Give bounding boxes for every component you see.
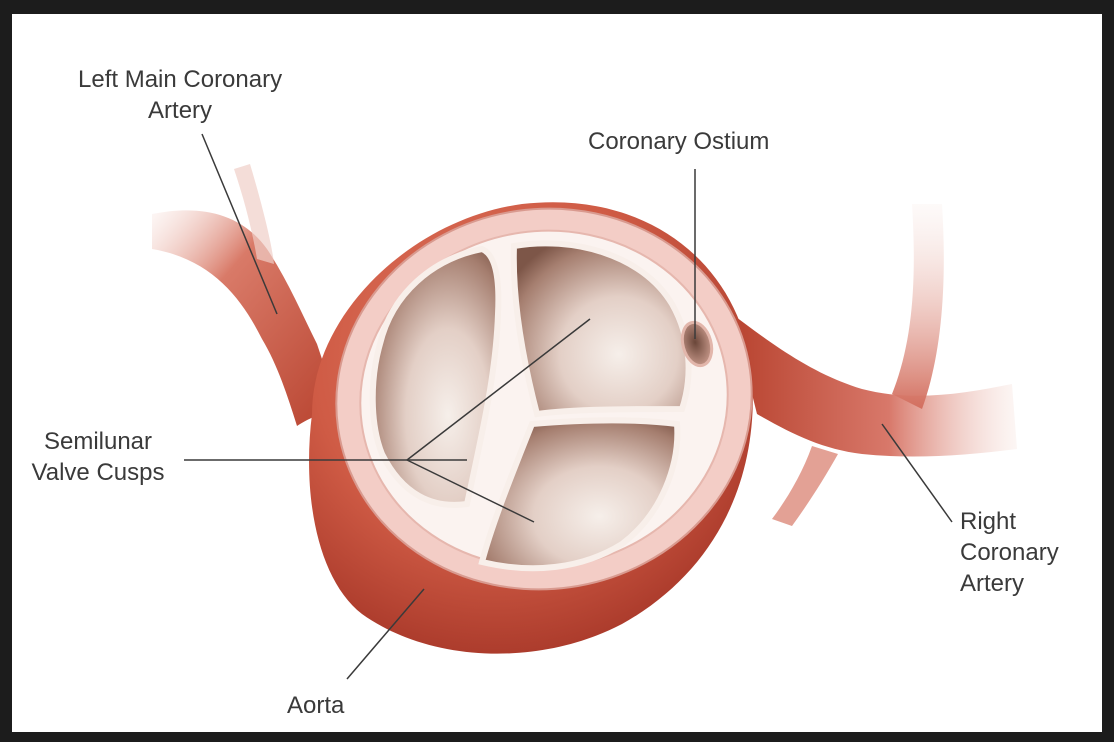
right-coronary-artery-shape [732, 314, 1017, 456]
label-coronary-ostium-text: Coronary Ostium [588, 126, 769, 157]
left-coronary-artery-shape [152, 210, 337, 426]
label-left-main-line2: Artery [78, 95, 282, 126]
label-semilunar-line1: Semilunar [12, 426, 184, 457]
label-right-coronary-line3: Artery [960, 568, 1059, 599]
label-left-main-line1: Left Main Coronary [78, 64, 282, 95]
label-semilunar-valve-cusps: Semilunar Valve Cusps [12, 426, 184, 488]
label-aorta-text: Aorta [287, 690, 344, 721]
right-coronary-upper-branch-shape [892, 204, 944, 409]
label-right-coronary-line2: Coronary [960, 537, 1059, 568]
label-left-main-coronary-artery: Left Main Coronary Artery [78, 64, 282, 126]
label-aorta: Aorta [287, 690, 344, 721]
label-right-coronary-line1: Right [960, 506, 1059, 537]
diagram-canvas: Left Main Coronary Artery Coronary Ostiu… [12, 14, 1102, 732]
label-semilunar-line2: Valve Cusps [12, 457, 184, 488]
right-coronary-lower-branch-shape [772, 446, 838, 526]
label-coronary-ostium: Coronary Ostium [588, 126, 769, 157]
label-right-coronary-artery: Right Coronary Artery [960, 506, 1059, 599]
